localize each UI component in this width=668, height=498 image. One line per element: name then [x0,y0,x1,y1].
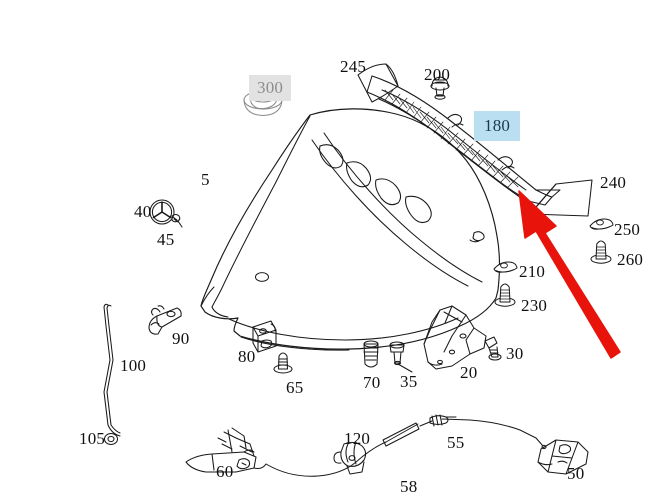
part-rivet-260 [590,240,612,264]
callout-55[interactable]: 55 [447,433,465,452]
callout-240[interactable]: 240 [600,173,627,192]
callout-90[interactable]: 90 [172,329,190,348]
callout-80[interactable]: 80 [238,347,256,366]
part-release-handle [535,437,589,475]
part-rivet-65 [273,352,293,374]
callout-70[interactable]: 70 [363,373,381,392]
callout-58[interactable]: 58 [400,477,418,496]
part-clip-210 [493,261,518,273]
callout-20[interactable]: 20 [460,363,478,382]
callout-105[interactable]: 105 [79,429,106,448]
part-hood-hinge [423,305,487,370]
callout-100[interactable]: 100 [120,356,147,375]
callout-5[interactable]: 5 [201,170,210,189]
callout-50[interactable]: 50 [567,464,585,483]
part-release-cable [265,414,537,477]
part-hinge-bolt [389,341,413,373]
part-flange-bolt-30 [484,336,502,361]
callout-30[interactable]: 30 [506,344,524,363]
part-hood-panel [200,108,500,351]
part-cowl-grille [366,75,561,206]
callout-210[interactable]: 210 [519,262,546,281]
part-clip-250 [589,218,614,230]
callout-60[interactable]: 60 [216,462,234,481]
callout-260[interactable]: 260 [617,250,644,269]
callout-250[interactable]: 250 [614,220,641,239]
callout-300[interactable]: 300 [249,75,292,101]
callout-120[interactable]: 120 [344,429,371,448]
part-hood-latch [185,427,267,473]
part-push-pin-200 [430,76,450,100]
callout-45[interactable]: 45 [157,230,175,249]
callout-245[interactable]: 245 [340,57,367,76]
callout-200[interactable]: 200 [424,65,451,84]
callout-65[interactable]: 65 [286,378,304,397]
part-star-emblem [149,199,175,225]
part-rod-grommet [103,432,119,446]
part-cable-guide-bracket [252,320,277,353]
callout-40[interactable]: 40 [134,202,152,221]
red-pointer-arrow [518,190,621,359]
part-rod-holder-clip [148,305,182,335]
part-cable-retainer [333,441,367,475]
part-emblem-retainer [171,213,183,228]
callout-35[interactable]: 35 [400,372,418,391]
part-cowl-end-cap [357,63,399,103]
part-rubber-buffer [363,340,379,368]
part-support-rod [103,303,121,437]
callout-180[interactable]: 180 [474,111,521,141]
callout-230[interactable]: 230 [521,296,548,315]
